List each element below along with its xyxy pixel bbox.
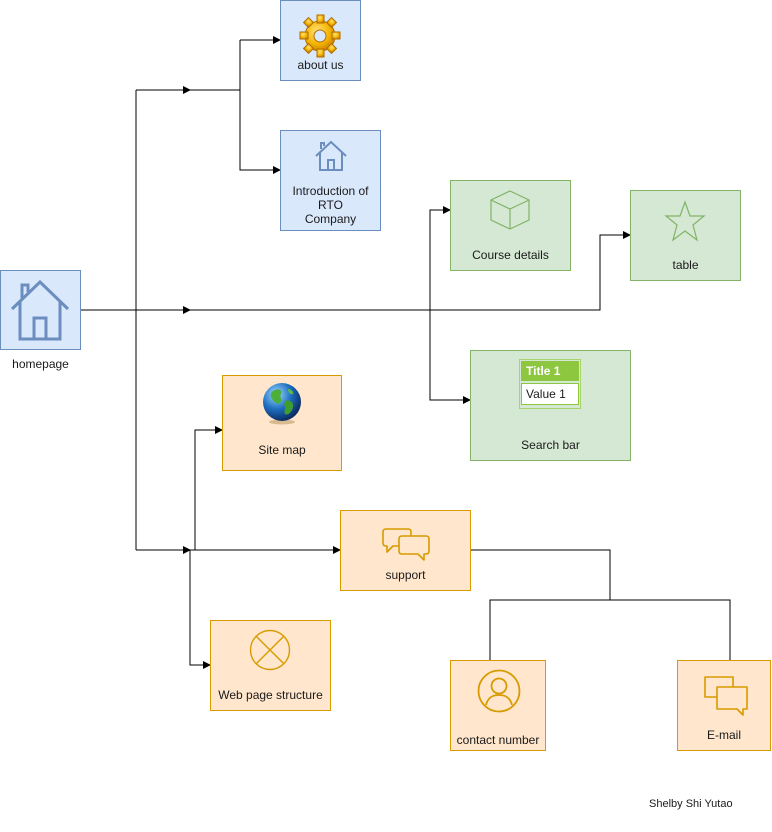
cube-icon xyxy=(490,190,530,230)
edge-support-children xyxy=(470,549,731,660)
home-icon xyxy=(10,279,70,341)
label-course-details: Course details xyxy=(472,248,549,262)
label-contact-number: contact number xyxy=(456,733,540,747)
table-widget-frame xyxy=(519,359,581,409)
table-widget-value: Value 1 xyxy=(521,383,579,405)
label-search-bar: Search bar xyxy=(521,438,580,452)
edge-to-table xyxy=(190,231,631,311)
author-credit: Shelby Shi Yutao xyxy=(649,798,733,810)
star-icon xyxy=(664,200,706,242)
user-icon xyxy=(477,669,521,713)
label-table: table xyxy=(672,258,699,272)
table-widget-title: Title 1 xyxy=(521,361,579,381)
messages-icon xyxy=(704,676,748,716)
label-web-page-structure: Web page structure xyxy=(218,688,323,702)
edge-to-course-details xyxy=(429,206,451,310)
label-introduction: Introduction of RTO Company xyxy=(292,184,369,226)
edge-to-introduction xyxy=(239,90,281,174)
x-circle-icon xyxy=(249,629,291,671)
globe-icon xyxy=(263,383,301,425)
label-support: support xyxy=(385,568,426,582)
edge-to-search-bar xyxy=(429,310,471,404)
edge-homepage-trunk xyxy=(81,90,137,311)
edge-to-site-map xyxy=(194,426,223,550)
chat-bubbles-icon xyxy=(382,528,430,561)
node-introduction[interactable] xyxy=(280,130,381,231)
label-site-map: Site map xyxy=(258,443,306,457)
label-about-us: about us xyxy=(297,58,344,72)
edge-to-web-structure xyxy=(189,550,211,669)
node-web-page-structure[interactable] xyxy=(210,620,331,711)
gear-icon xyxy=(299,14,341,58)
label-email: E-mail xyxy=(706,728,741,742)
home-icon xyxy=(315,140,347,171)
edge-top-branch-cont xyxy=(190,40,241,91)
label-homepage: homepage xyxy=(12,357,69,371)
node-contact-number[interactable] xyxy=(450,660,546,751)
